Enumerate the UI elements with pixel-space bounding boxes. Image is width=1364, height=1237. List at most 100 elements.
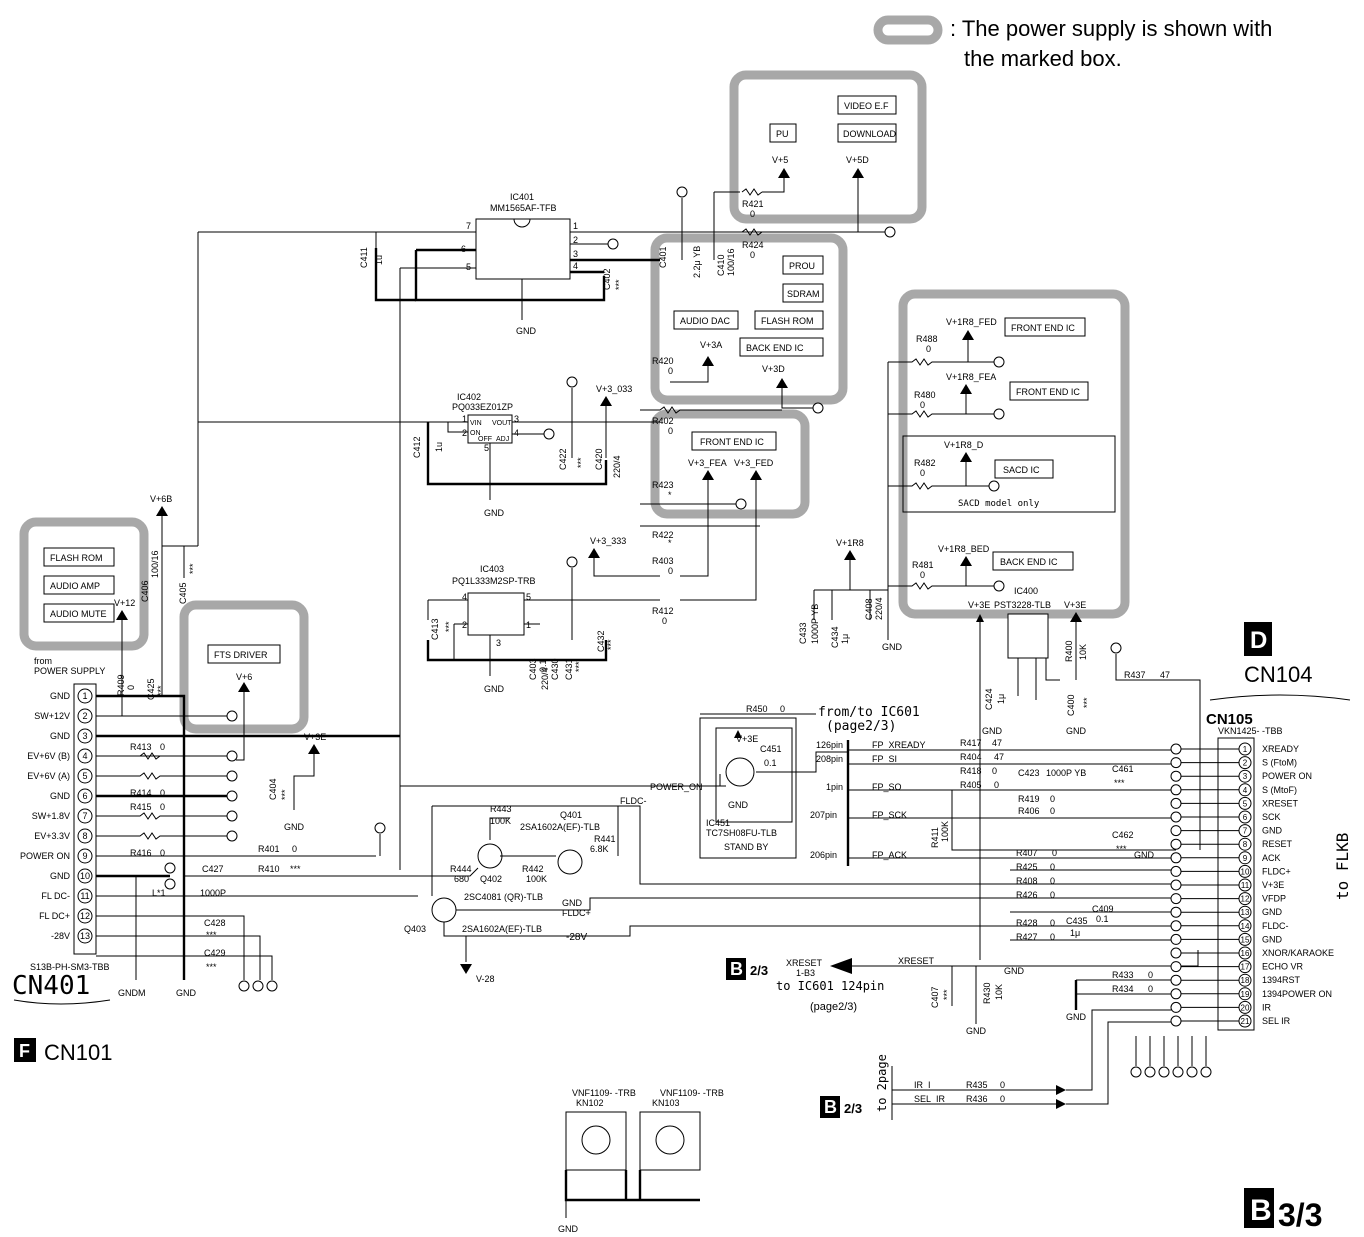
svg-text:R412: R412 <box>652 606 674 616</box>
svg-text:1u: 1u <box>374 255 384 265</box>
svg-text:220/4: 220/4 <box>540 667 550 690</box>
cn105-pin-label: ECHO VR <box>1262 962 1304 972</box>
svg-text:FP_XREADY: FP_XREADY <box>872 740 926 750</box>
cn401-pin-number: 4 <box>82 751 87 761</box>
svg-text:C413: C413 <box>430 618 440 640</box>
cn401-pin-label: FL DC- <box>41 891 70 901</box>
cn105-pin-number: 7 <box>1243 827 1248 836</box>
svg-text:C406: C406 <box>140 580 150 602</box>
svg-text:0.1: 0.1 <box>764 758 777 768</box>
ic402-body <box>467 414 513 444</box>
svg-text:R413: R413 <box>130 742 152 752</box>
svg-text:0: 0 <box>662 616 667 626</box>
ic403-body <box>467 592 525 636</box>
svg-text:V+6B: V+6B <box>150 494 172 504</box>
svg-text:C403: C403 <box>528 658 538 680</box>
svg-text:Q403: Q403 <box>404 924 426 934</box>
svg-text:126pin: 126pin <box>816 740 843 750</box>
svg-text:R405: R405 <box>960 780 982 790</box>
cn105-pin-number: 19 <box>1241 990 1250 999</box>
cn401-pin-label: GND <box>50 691 71 701</box>
cn401-pin-number: 2 <box>82 711 87 721</box>
svg-text:to FLKB: to FLKB <box>1333 833 1352 900</box>
kn103-body <box>639 1111 701 1171</box>
svg-text:R433: R433 <box>1112 970 1134 980</box>
cn401-body <box>73 683 97 955</box>
cn105-pin-number: 17 <box>1241 963 1250 972</box>
cn105-terminal <box>1170 893 1182 905</box>
cn105-terminal <box>1170 974 1182 986</box>
svg-text:OFF: OFF <box>478 436 492 443</box>
svg-text:FP_SO: FP_SO <box>872 782 902 792</box>
svg-text:47: 47 <box>1160 670 1170 680</box>
svg-text:C411: C411 <box>359 247 369 268</box>
svg-text:R423: R423 <box>652 480 674 490</box>
svg-text:R428: R428 <box>1016 918 1038 928</box>
cn401-pin <box>77 888 93 904</box>
svg-text:R410: R410 <box>258 864 280 874</box>
svg-text:ON: ON <box>470 430 481 437</box>
svg-text:C412: C412 <box>412 436 422 458</box>
svg-text:C409: C409 <box>1092 904 1114 914</box>
svg-text:10K: 10K <box>994 984 1004 1000</box>
standby-label: STAND BY <box>724 842 768 852</box>
svg-text:1-B3: 1-B3 <box>796 968 815 978</box>
svg-text:3: 3 <box>514 414 519 424</box>
svg-text:C402: C402 <box>602 268 612 290</box>
svg-text:***: *** <box>606 639 616 650</box>
svg-text:C462: C462 <box>1112 830 1134 840</box>
svg-text:0: 0 <box>292 844 297 854</box>
prou-label: PROU <box>789 261 815 271</box>
svg-text:***: *** <box>444 621 454 632</box>
cn105-pin-number: 11 <box>1241 881 1250 890</box>
cn105-terminal <box>1170 865 1182 877</box>
svg-text:FLDC-: FLDC- <box>620 796 647 806</box>
sacd-model-frame <box>902 435 1116 513</box>
svg-text:FP_SI: FP_SI <box>872 754 897 764</box>
svg-text:GND: GND <box>982 726 1003 736</box>
svg-text:C408: C408 <box>864 598 874 620</box>
fts-driver-label: FTS DRIVER <box>214 650 268 660</box>
kn102-body <box>565 1111 627 1171</box>
svg-text:0: 0 <box>750 250 755 260</box>
svg-text:2/3: 2/3 <box>844 1101 862 1116</box>
svg-text:0: 0 <box>668 426 673 436</box>
cn105-pin-label: FLDC- <box>1262 921 1289 931</box>
svg-text:C429: C429 <box>204 948 226 958</box>
cn105-pin-number: 6 <box>1243 813 1248 822</box>
cn401-pin-label: SW+12V <box>34 711 70 721</box>
svg-text:B: B <box>824 1097 837 1117</box>
svg-text:GND: GND <box>966 1026 987 1036</box>
cn105-pin-number: 3 <box>1243 772 1248 781</box>
svg-text:R422: R422 <box>652 530 674 540</box>
svg-text:V+3E: V+3E <box>968 600 990 610</box>
svg-text:GND: GND <box>484 508 505 518</box>
svg-text:FLASH ROM: FLASH ROM <box>50 553 103 563</box>
svg-text:0: 0 <box>926 344 931 354</box>
cn105-terminal <box>1170 825 1182 837</box>
cn401-pin-number: 5 <box>82 771 87 781</box>
svg-text:R400: R400 <box>1064 640 1074 662</box>
svg-text:V+1R8_FEA: V+1R8_FEA <box>946 372 996 382</box>
svg-text:R401: R401 <box>258 844 280 854</box>
svg-text:1μ: 1μ <box>996 694 1006 704</box>
cn105-terminal <box>1170 933 1182 945</box>
ic401-body <box>475 218 571 280</box>
svg-text:1: 1 <box>573 221 578 231</box>
cn105-pin-number: 8 <box>1243 840 1248 849</box>
svg-text:206pin: 206pin <box>810 850 837 860</box>
cn105-terminal <box>1170 852 1182 864</box>
svg-text:R416: R416 <box>130 848 152 858</box>
cn401-pin <box>77 808 93 824</box>
svg-text:R435: R435 <box>966 1080 988 1090</box>
cn105-pin-label: V+3E <box>1262 880 1284 890</box>
cn401-pin-label: GND <box>50 731 71 741</box>
legend-note-line1: : The power supply is shown with <box>950 16 1272 41</box>
svg-text:SEL_IR: SEL_IR <box>914 1094 946 1104</box>
svg-text:GND: GND <box>176 988 197 998</box>
svg-text:F: F <box>19 1041 30 1061</box>
svg-text:R427: R427 <box>1016 932 1038 942</box>
cn105-pin-number: 16 <box>1241 949 1250 958</box>
ic400-name: IC400 <box>1014 586 1038 596</box>
svg-text:POWER_ON: POWER_ON <box>650 782 703 792</box>
